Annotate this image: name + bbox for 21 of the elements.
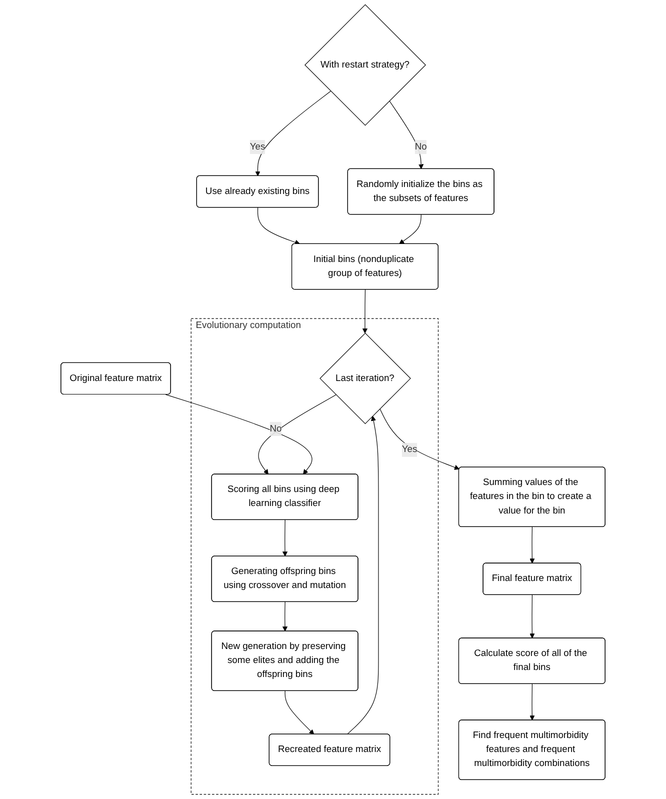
node-diamond: With restart strategy? <box>304 4 426 126</box>
arrow <box>530 526 535 564</box>
arrow <box>399 214 422 244</box>
edge-label: Yes <box>402 444 418 455</box>
arrow <box>530 684 535 720</box>
arrow <box>165 394 312 475</box>
arrow <box>257 207 300 245</box>
arrow <box>255 90 332 176</box>
arrow <box>284 690 314 735</box>
arrow <box>389 100 424 170</box>
node-diamond: Last iteration? <box>320 332 411 424</box>
arrow <box>380 408 460 470</box>
edge-label: No <box>270 424 282 434</box>
arrow <box>282 602 288 632</box>
arrow <box>362 289 368 334</box>
edge-label: No <box>414 142 427 152</box>
arrow <box>282 520 288 557</box>
arrow <box>258 394 336 475</box>
edge-label: Yes <box>250 142 266 152</box>
arrow <box>346 416 379 735</box>
arrow <box>530 594 535 638</box>
